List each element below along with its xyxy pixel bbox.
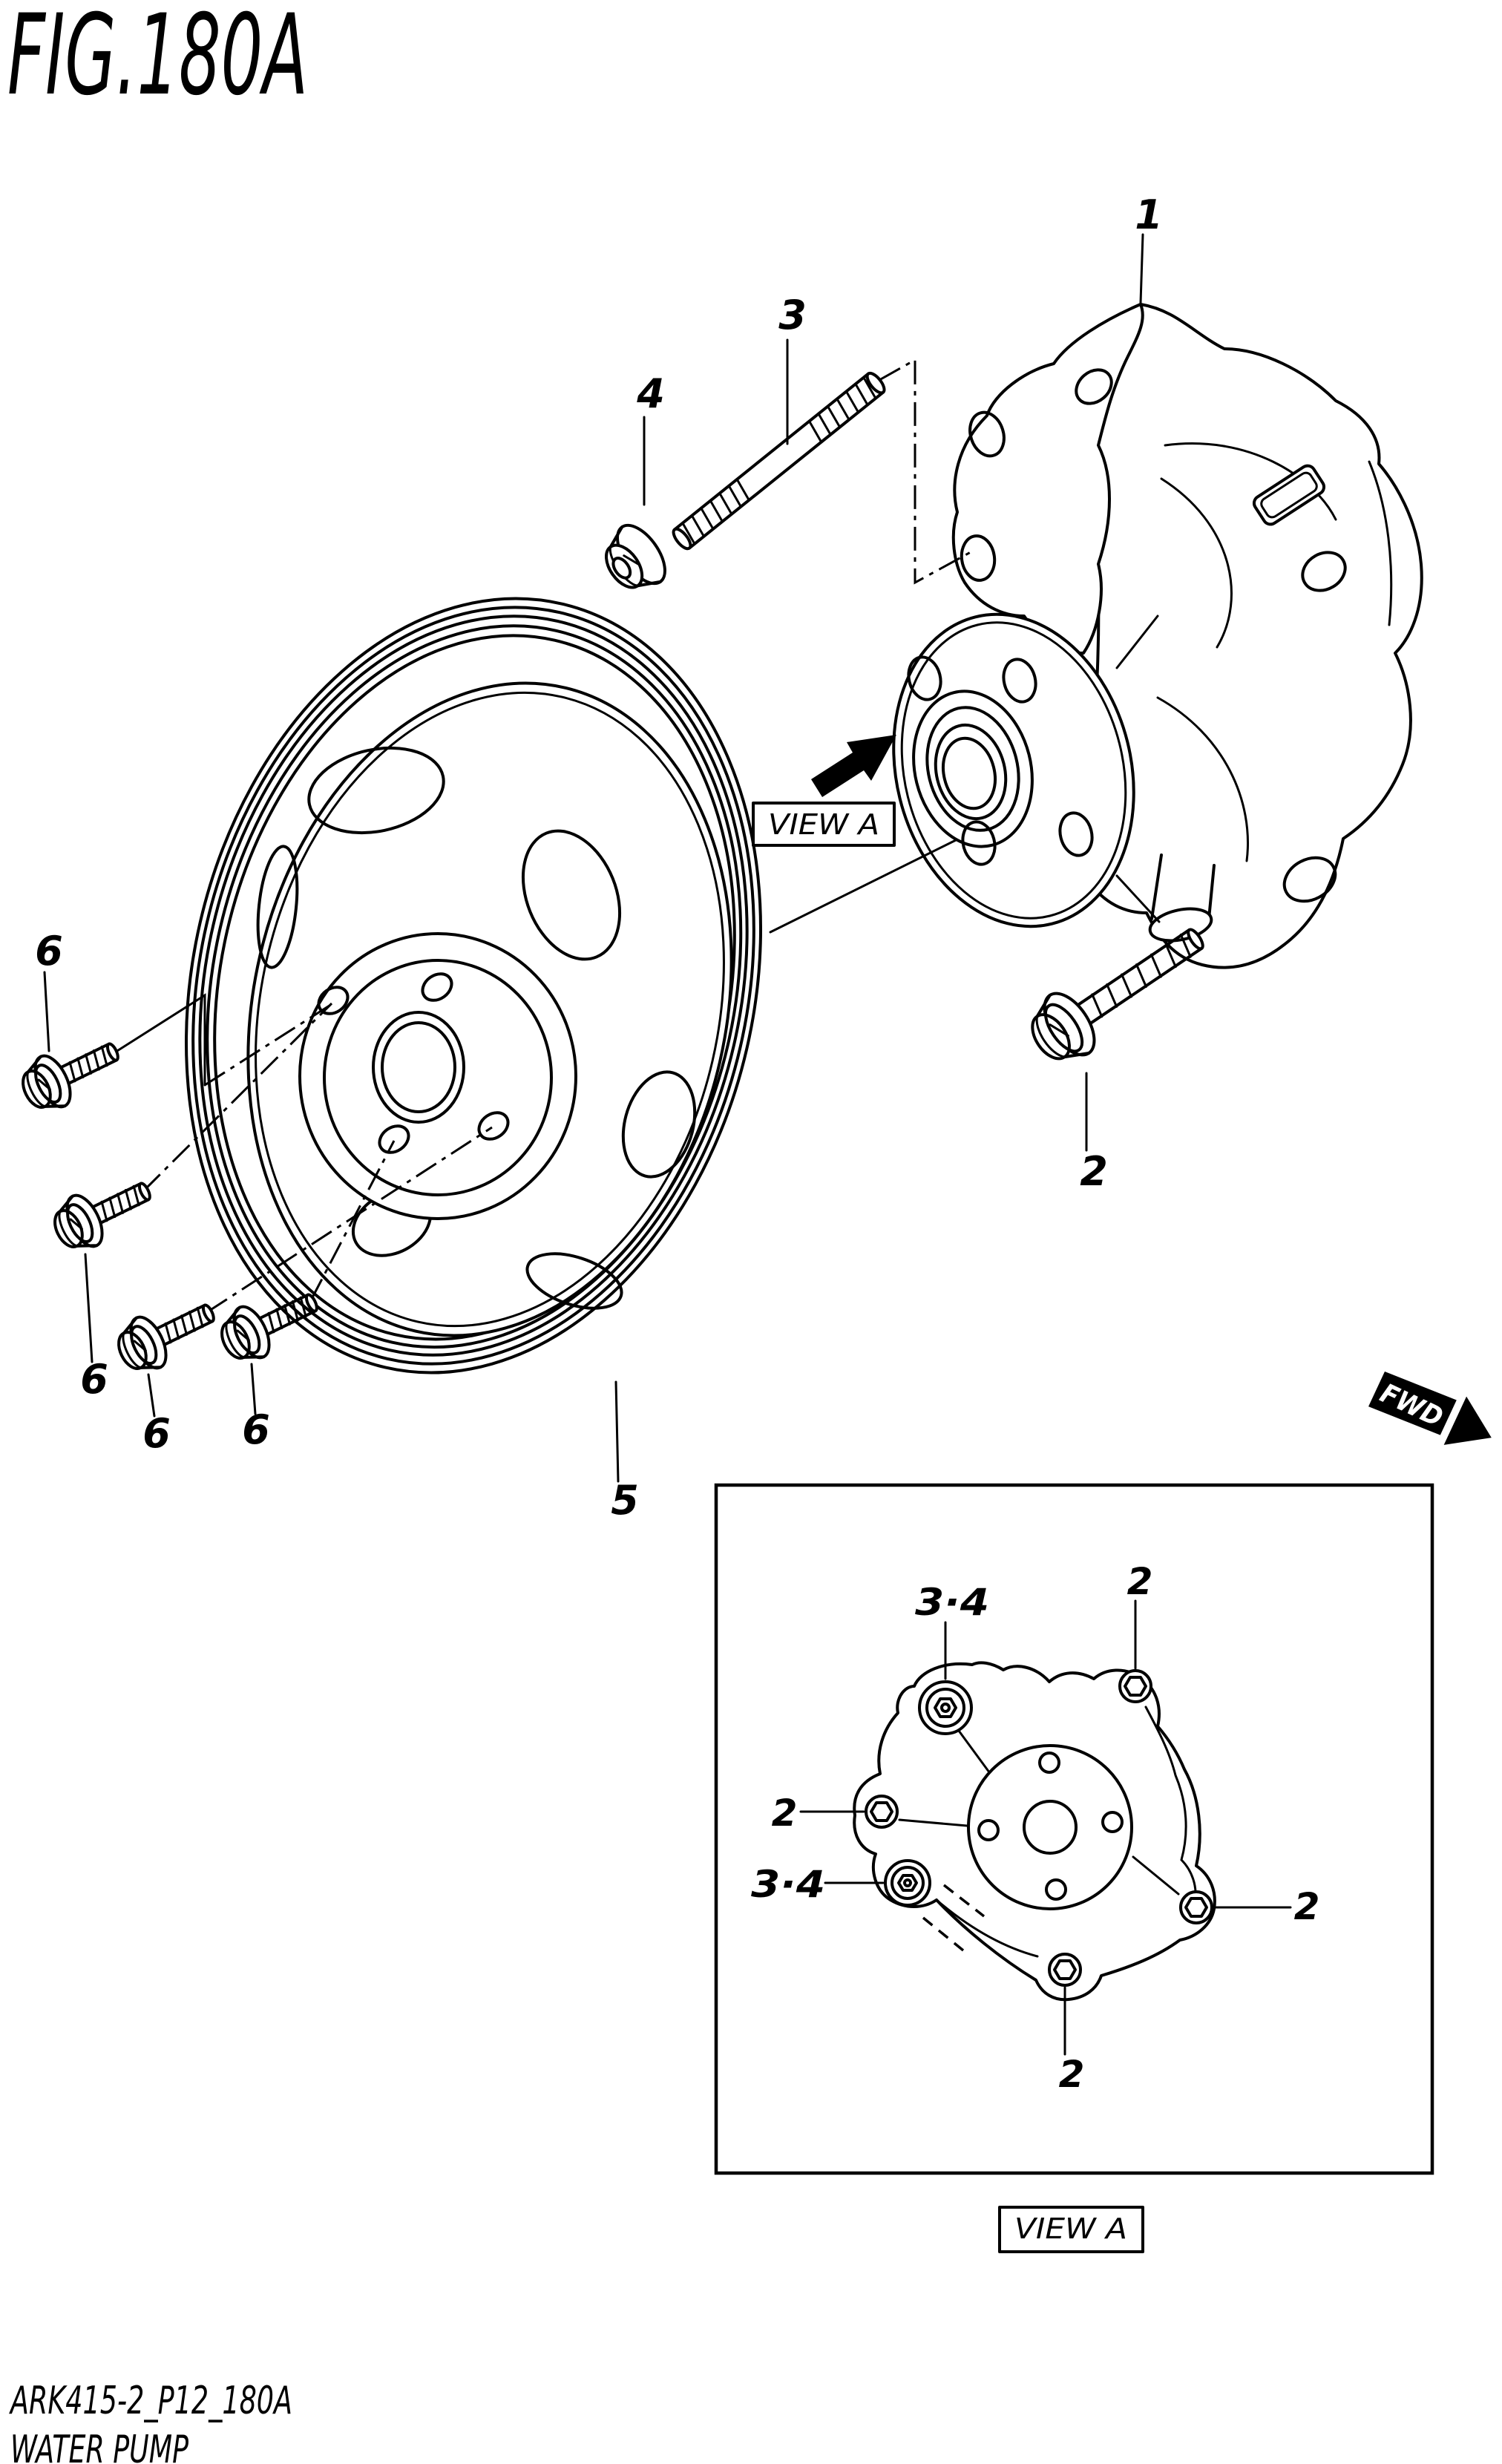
view-direction-arrow	[811, 735, 896, 797]
axis-line	[309, 1140, 396, 1301]
gasket-echo-line	[1144, 1706, 1197, 1903]
view-a-caption-box	[998, 2206, 1144, 2253]
pulley	[110, 597, 762, 1374]
footer-name: WATER PUMP	[10, 2428, 188, 2464]
pulley-slot	[307, 746, 445, 835]
view-a-label: VIEW A	[768, 808, 879, 841]
pulley-slot	[521, 829, 622, 961]
hub-bolt-hole	[317, 986, 350, 1015]
leader-line	[43, 971, 50, 1052]
pulley-bolts: 6 6 6 6	[14, 928, 327, 1457]
figure-title: FIG.180A	[7, 0, 308, 120]
leader-line	[250, 1363, 257, 1415]
flange-hole	[1002, 658, 1037, 704]
leader-line	[147, 1373, 156, 1418]
part-label-4: 4	[636, 370, 665, 417]
part-label-2: 2	[772, 1792, 798, 1835]
hub-bolt-hole	[378, 1124, 410, 1154]
axis-line	[206, 1126, 493, 1314]
mounting-hole	[968, 410, 1006, 458]
pump-flange	[892, 612, 1135, 928]
hub-bolt-hole	[421, 972, 453, 1002]
pulley-slot	[621, 1070, 697, 1179]
pulley-slot	[525, 1252, 623, 1310]
part-label-2: 2	[1059, 2053, 1085, 2096]
stud-boss-3-4	[918, 1680, 973, 1735]
stud-bolt-3	[672, 371, 886, 551]
part-label-2: 2	[1294, 1885, 1320, 1928]
water-pump-body: 1	[769, 191, 1423, 969]
part-label-6: 6	[242, 1406, 270, 1453]
axis-line	[879, 358, 971, 585]
flange-hole	[961, 820, 997, 866]
mounting-hole	[960, 534, 997, 582]
part-label-1: 1	[1135, 191, 1163, 238]
snout-line	[1115, 615, 1161, 923]
flange-bolt-6	[46, 1165, 160, 1259]
part-label-2: 2	[1080, 1148, 1108, 1195]
bolt-boss-2	[1048, 1953, 1082, 1987]
flange-hole	[1058, 811, 1094, 857]
leader-line	[110, 993, 206, 1087]
part-label-3-4: 3·4	[751, 1863, 825, 1906]
part-label-6: 6	[35, 928, 63, 974]
leader-line	[1139, 233, 1144, 304]
casting-crease	[1156, 442, 1393, 862]
hidden-line	[922, 1884, 986, 1952]
stud-boss-3-4	[884, 1859, 931, 1907]
pump-tab-boss	[1252, 464, 1326, 526]
pump-outline	[1075, 303, 1423, 969]
mounting-hole	[1075, 368, 1113, 405]
leader-line	[84, 1253, 94, 1363]
hub-bolt-hole	[477, 1111, 510, 1141]
mounting-hole	[1301, 551, 1347, 592]
part-label-6: 6	[80, 1356, 108, 1403]
view-a-box	[752, 802, 896, 847]
pulley-slot	[256, 845, 299, 969]
pulley-hub	[298, 932, 577, 1220]
mounting-hole	[1282, 856, 1337, 903]
pump-ear-strip	[951, 303, 1144, 655]
flange-bolt-6	[110, 1287, 224, 1380]
flange-nut-4	[604, 523, 666, 589]
bolt-boss-2	[1118, 1669, 1152, 1703]
rear-impeller-disc	[967, 1744, 1133, 1910]
view-a-caption: VIEW A	[1014, 2212, 1127, 2245]
bolt-boss-2	[865, 1795, 899, 1829]
leader-line	[614, 1380, 620, 1483]
flange-bolt-6	[14, 1026, 128, 1119]
part-label-6: 6	[142, 1410, 171, 1457]
bolt-boss-2	[1179, 1890, 1213, 1924]
flange-hole	[907, 655, 942, 701]
axis-line	[204, 1003, 332, 1087]
part-label-5: 5	[611, 1477, 639, 1524]
part-label-2: 2	[1127, 1560, 1153, 1603]
axis-line	[142, 1002, 333, 1193]
leader-line	[769, 839, 957, 934]
fwd-arrow: FWD	[1368, 1372, 1492, 1445]
part-label-3-4: 3·4	[915, 1581, 989, 1624]
flange-bolt-2	[1031, 928, 1204, 1061]
part-label-3: 3	[778, 292, 807, 338]
footer-code: ARK415-2_P12_180A	[9, 2379, 292, 2423]
inset-view-a: 3·4 2 2 3·4 2 2 VIEW A	[714, 1483, 1434, 2253]
rib-line	[898, 1729, 1180, 1958]
